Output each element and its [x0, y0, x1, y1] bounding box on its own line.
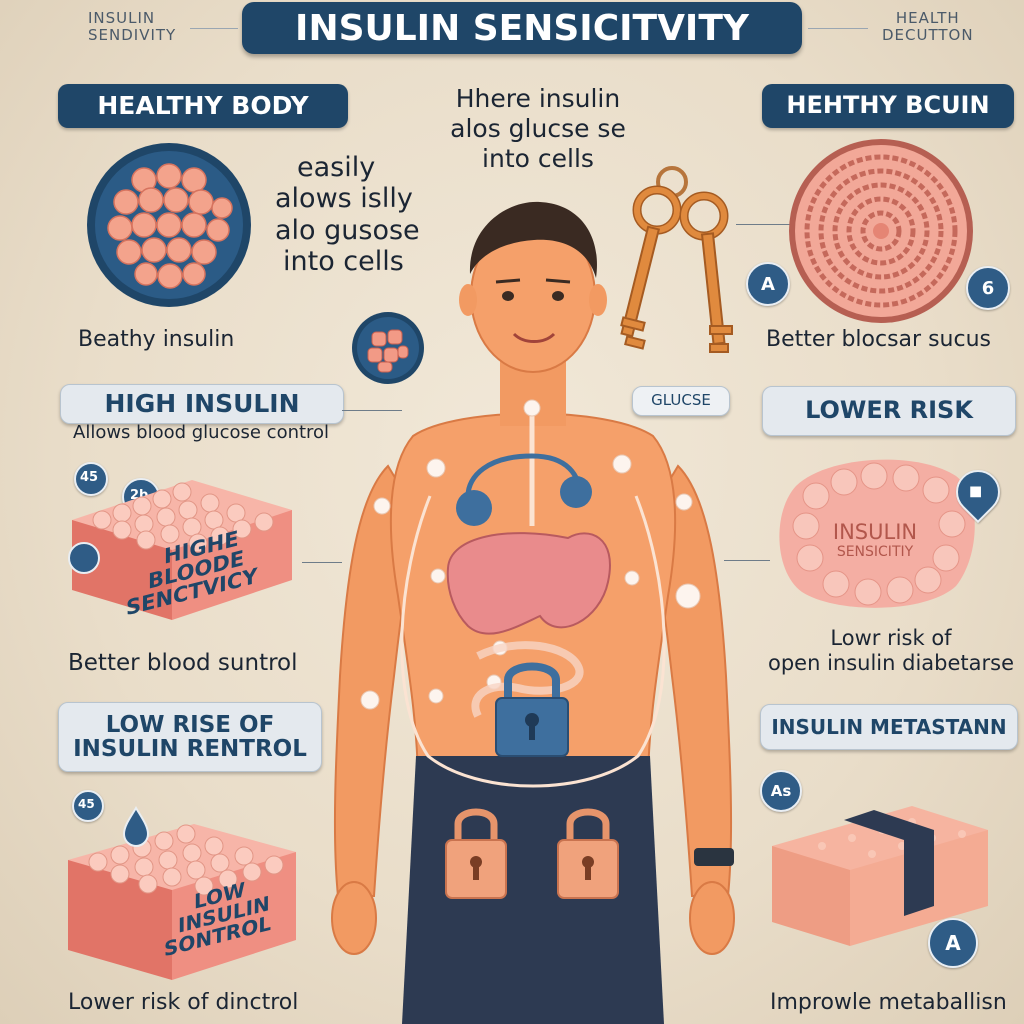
right-corner-line-2: DECUTTON [882, 26, 974, 45]
keys-icon [620, 166, 733, 353]
lower-risk-caption-line-2: open insulin diabetarse [767, 651, 1014, 676]
low-insulin-tissue-block [68, 806, 296, 980]
low-insulin-label: LOW RISE OF INSULIN RENTROL [58, 702, 322, 772]
right-corner-caption: HEALTH DECUTTON [882, 9, 974, 45]
center-top-line-3: into cells [482, 144, 594, 173]
central-lock-icon [495, 662, 569, 757]
drop-badge-text: 45 [80, 470, 99, 485]
glucose-drop-icon: 45 [72, 790, 104, 822]
center-side-line-1: easily [297, 152, 376, 183]
glucose-drop-icon: 45 [74, 462, 108, 496]
metabolism-badge-bottom: A [928, 918, 978, 968]
drop-lock-glyph: ■ [968, 483, 983, 500]
pancreas-icon [456, 490, 492, 526]
healthy-bcuin-badge-right: 6 [966, 266, 1010, 310]
lower-risk-connector [724, 560, 770, 561]
low-insulin-label-line-2: INSULIN RENTROL [73, 736, 307, 762]
human-figure [331, 201, 735, 1024]
healthy-cells-icon [87, 143, 251, 307]
high-insulin-label: HIGH INSULIN [60, 384, 344, 424]
left-corner-line-2: SENDIVITY [88, 26, 177, 45]
lower-risk-caption: Lowr risk of open insulin diabetarse [758, 626, 1024, 676]
low-insulin-label-line-1: LOW RISE OF [105, 711, 275, 738]
center-side-line-4: into cells [283, 245, 404, 277]
lower-risk-block-line-2: SENSICITIY [836, 544, 914, 561]
healthy-bcuin-connector [736, 224, 796, 225]
page-title: INSULIN SENSICITVITY [242, 2, 802, 54]
lower-risk-label: LOWER RISK [762, 386, 1016, 436]
high-insulin-connector [342, 410, 402, 411]
lock-drop-icon [68, 542, 100, 574]
lower-risk-block-text: INSULIN SENSICITIY [800, 520, 950, 560]
high-insulin-tissue-block [68, 480, 292, 620]
low-insulin-caption: Lower risk of dinctrol [68, 990, 299, 1015]
high-insulin-sublabel: Allows blood glucose control [73, 422, 330, 443]
healthy-body-label: HEALTHY BODY [58, 84, 348, 128]
tissue-circle-icon [789, 139, 973, 323]
center-top-line-1: Hhere insulin [455, 84, 621, 113]
center-side-text: easily alows islly alo gusose into cells [275, 152, 475, 277]
left-corner-caption: INSULIN SENDIVITY [88, 9, 177, 45]
glucose-tag: GLUCSE [632, 386, 730, 416]
high-insulin-arrow [302, 562, 342, 563]
lower-risk-caption-line-1: Lowr risk of [830, 626, 952, 650]
lower-risk-block-line-1: INSULIN [832, 520, 918, 544]
high-insulin-caption: Better blood suntrol [68, 650, 298, 676]
small-tissue-icon [352, 312, 424, 384]
left-corner-line-1: INSULIN [88, 9, 156, 27]
liver-icon [446, 532, 611, 635]
header-rule-right [808, 28, 868, 29]
left-pants-lock-icon [445, 808, 507, 899]
metabolism-caption: Improwle metaballisn [770, 990, 1007, 1015]
healthy-bcuin-badge-left: A [746, 262, 790, 306]
healthy-bcuin-label: HEHTHY BCUIN [762, 84, 1014, 128]
metabolism-label: INSULIN METASTANN [760, 704, 1018, 750]
healthy-bcuin-caption: Better blocsar sucus [766, 327, 991, 352]
drop-badge-text: 45 [78, 797, 95, 811]
right-corner-line-1: HEALTH [895, 9, 960, 27]
lower-risk-tissue-icon [779, 459, 975, 608]
metabolism-block-icon [772, 806, 988, 946]
center-top-text: Hhere insulin alos glucse se into cells [408, 84, 668, 174]
center-top-line-2: alos glucse se [450, 114, 626, 143]
glucose-drop-icon [122, 806, 150, 847]
healthy-body-caption: Beathy insulin [78, 327, 235, 352]
center-side-line-2: alows islly [275, 183, 413, 215]
center-side-line-3: alo gusose [275, 214, 420, 246]
right-pants-lock-icon [557, 808, 619, 899]
metabolism-badge-top: As [760, 770, 802, 812]
header-rule-left [190, 28, 238, 29]
